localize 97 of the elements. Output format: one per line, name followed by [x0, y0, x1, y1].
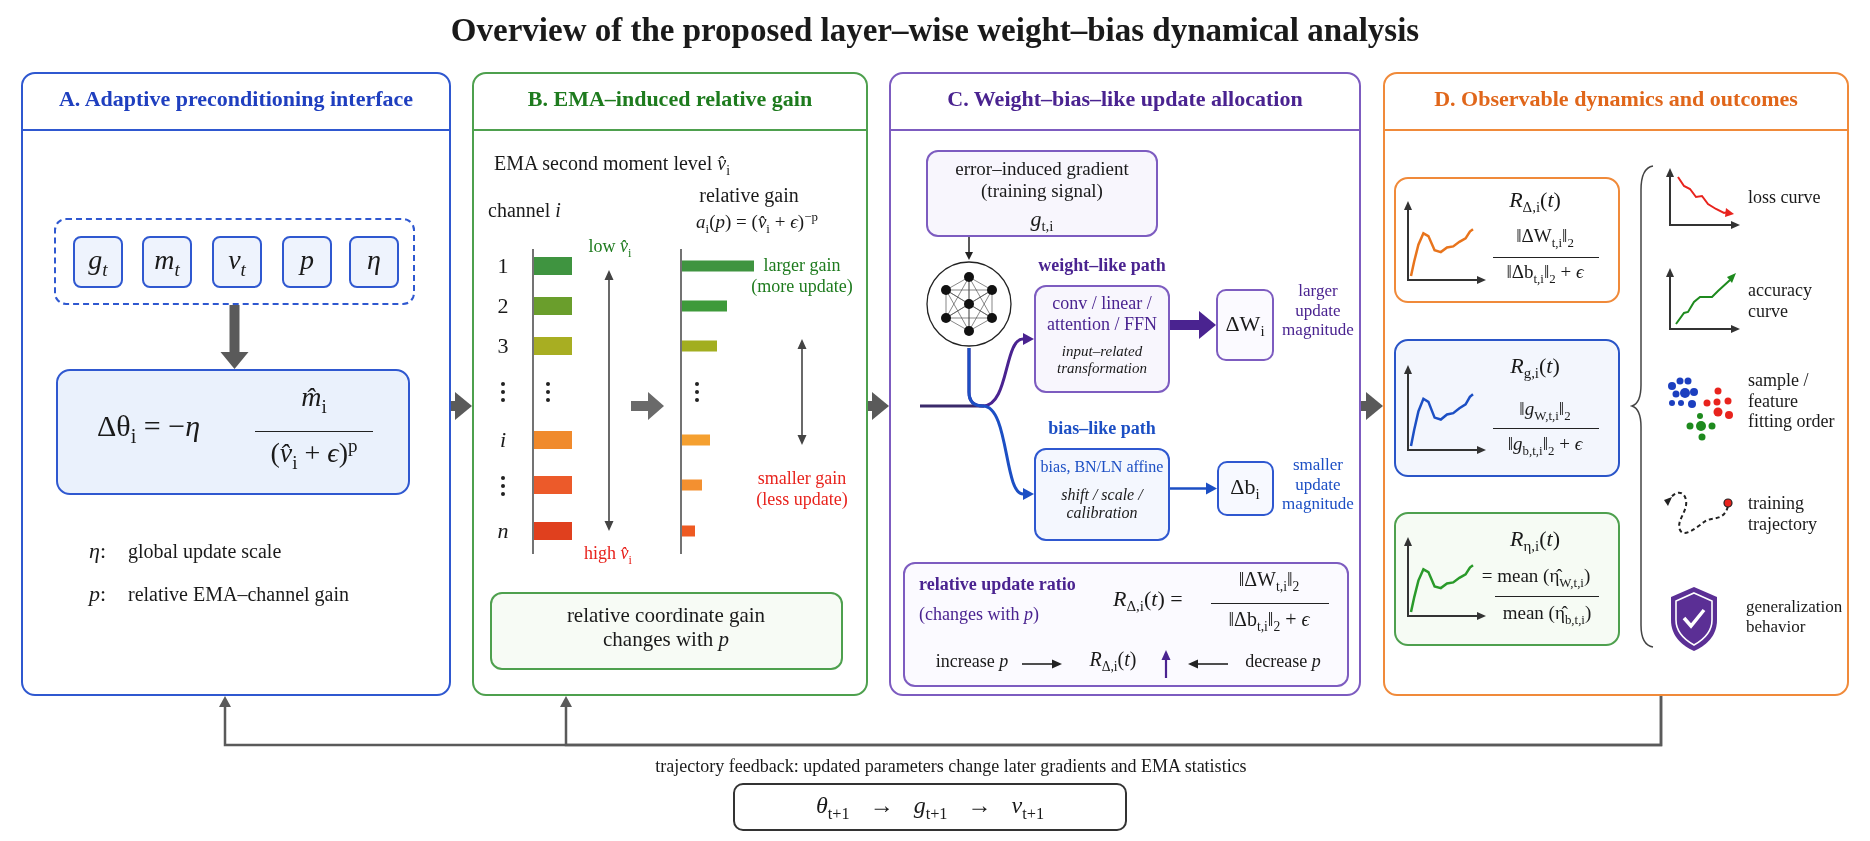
label-text: relative gain: [699, 184, 799, 207]
label-text: 2: [497, 293, 509, 319]
label-text: global update scale: [128, 540, 282, 563]
label-text: accuracy curve: [1748, 280, 1813, 322]
formula-text: ‖Δb$_{t,i}$‖$_{2}$ + ϵ: [1506, 261, 1584, 283]
arrow: [560, 696, 1663, 747]
update-box: [1216, 289, 1274, 361]
block-arrow: [220, 305, 249, 369]
formula-text: R$_{g,i}$(t): [1510, 353, 1560, 379]
math-symbol: g$_{t}$: [88, 244, 108, 277]
variable-box: [142, 236, 192, 288]
formula-text: (v̂$_{i}$ + ϵ)$^{p}$: [270, 437, 358, 470]
formula-text: R$_{Δ,i}$(t) =: [1113, 586, 1183, 612]
label-text: larger gain (more update): [750, 255, 854, 297]
math-symbol: v$_{t}$: [228, 244, 246, 277]
block-arrow: [868, 392, 889, 420]
formula-text: R$_{Δ,i}$(t): [1509, 187, 1561, 213]
formula-text: Δθ$_{i}$ = −η: [97, 409, 201, 444]
formula-text: ‖g$_{W,t,i}$‖$_{2}$: [1519, 398, 1571, 420]
panel-heading: A. Adaptive preconditioning interface: [59, 86, 413, 112]
label-text: EMA second moment level v̂$_{i}$: [494, 152, 730, 175]
dashed-group-box: [54, 218, 415, 305]
side-note: smaller update magnitude: [1281, 455, 1355, 514]
neural-network-drawing: [925, 260, 1013, 348]
label-text: training trajectory: [1748, 493, 1818, 535]
box-text: relative update ratio: [919, 574, 1076, 595]
label-text: sample / feature fitting order: [1748, 370, 1836, 433]
math-symbol: p: [300, 244, 314, 277]
box-text: relative coordinate gain changes with p: [565, 603, 767, 652]
label-text: 3: [497, 333, 509, 359]
panel-heading: C. Weight–bias–like update allocation: [947, 86, 1303, 112]
formula-text: ‖Δb$_{t,i}$‖$_{2}$ + ϵ: [1228, 608, 1310, 631]
label-text: p:: [89, 581, 107, 607]
panel: [1383, 72, 1849, 696]
label-text: i: [499, 427, 507, 453]
label-text: trajectory feedback: updated parameters change later gradients and EMA statistics: [655, 756, 1247, 777]
path-heading: weight–like path: [1038, 255, 1166, 276]
box-text: (changes with p): [919, 604, 1039, 625]
label-text: 1: [497, 253, 509, 279]
formula-text: ‖g$_{b,t,i}$‖$_{2}$ + ϵ: [1507, 433, 1583, 455]
formula-text: ‖ΔW$_{t,i}$‖$_{2}$: [1516, 225, 1574, 247]
label-text: η:: [89, 538, 107, 564]
formula-text: R$_{Δ,i}$(t): [1089, 648, 1137, 671]
arrow: [1170, 482, 1217, 495]
label-text: n: [497, 518, 509, 544]
panel-heading: B. EMA–induced relative gain: [527, 86, 813, 112]
metric-card: [1394, 512, 1620, 646]
box-text: shift / scale / calibration: [1060, 486, 1145, 523]
label-text: relative EMA–channel gain: [128, 583, 350, 606]
math-symbol: g$_{t,i}$: [1030, 206, 1054, 232]
formula-text: = mean (η̂$_{W,t,i}$): [1481, 565, 1591, 587]
label-text: generalization behavior: [1746, 597, 1844, 637]
formula-text: m̂$_{i}$: [301, 381, 327, 414]
formula-text: mean (η̂$_{b,t,i}$): [1502, 602, 1592, 624]
box-text: increase p: [935, 651, 1009, 672]
feedback-box: [733, 783, 1127, 831]
note-box: [490, 592, 843, 670]
update-box: [1217, 461, 1274, 516]
label-text: smaller gain (less update): [755, 468, 849, 510]
panel-heading: D. Observable dynamics and outcomes: [1434, 86, 1798, 112]
panel: [472, 72, 868, 696]
block-arrow: [451, 392, 472, 420]
path-heading: bias–like path: [1048, 418, 1156, 439]
box-text: input–related transformation: [1056, 343, 1148, 378]
label-text: low v̂$_{i}$: [588, 236, 632, 257]
formula-text: R$_{η,i}$(t): [1510, 526, 1560, 552]
label-text: a$_{i}$(p) = (v̂$_{i}$ + ϵ)$^{−p}$: [696, 211, 818, 233]
ratio-box: [903, 562, 1349, 687]
formula-text: θ$_{t+1}$ → g$_{t+1}$ → v$_{t+1}$: [815, 792, 1045, 820]
label-text: high v̂$_{i}$: [584, 543, 632, 564]
variable-box: [282, 236, 332, 288]
box-text: conv / linear / attention / FFN: [1046, 293, 1158, 335]
panel: [889, 72, 1361, 696]
title: Overview of the proposed layer–wise weight–bias dynamical analysis: [450, 12, 1420, 50]
math-symbol: ΔW$_{i}$: [1225, 311, 1265, 337]
arrow: [967, 348, 1034, 500]
metric-card: [1394, 177, 1620, 303]
formula-text: ‖ΔW$_{t,i}$‖$_{2}$: [1238, 568, 1300, 591]
label-text: loss curve: [1748, 187, 1821, 208]
math-symbol: m$_{t}$: [154, 244, 180, 277]
block-arrow: [1361, 392, 1383, 420]
box-text: bias, BN/LN affine: [1040, 458, 1164, 477]
box-text: decrease p: [1245, 651, 1321, 672]
math-symbol: Δb$_{i}$: [1230, 474, 1260, 500]
block-arrow: [1170, 311, 1216, 339]
side-note: larger update magnitude: [1281, 281, 1355, 340]
gradient-box: [926, 150, 1158, 237]
variable-box: [212, 236, 262, 288]
metric-card: [1394, 339, 1620, 477]
variable-box: [73, 236, 123, 288]
panel: [21, 72, 451, 696]
box-text: error–induced gradient (training signal): [954, 158, 1130, 202]
label-text: channel i: [488, 199, 561, 222]
formula-box: [56, 369, 410, 495]
arrow: [965, 236, 973, 260]
variable-box: [349, 236, 399, 288]
math-symbol: η: [367, 244, 381, 277]
